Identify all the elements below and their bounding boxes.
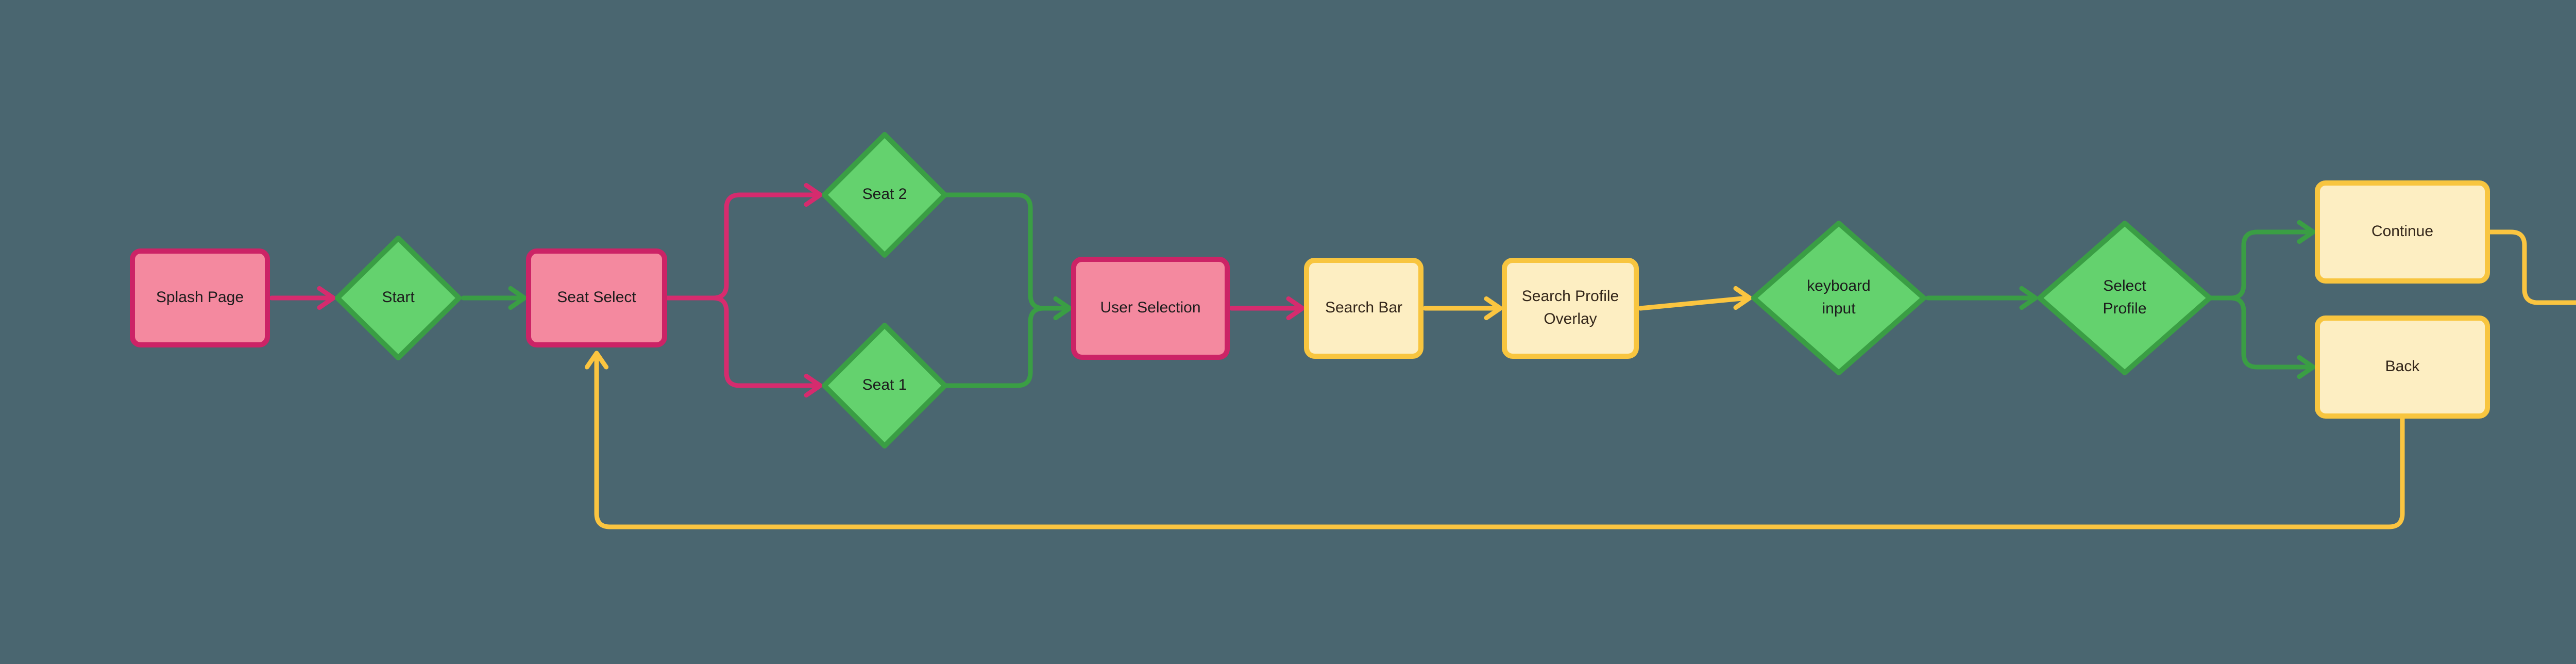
nodes-layer: Splash Page Start Seat Select Seat 2 Seat 1 U… — [130, 132, 2490, 449]
node-search-bar[interactable]: Search Bar — [1304, 258, 1423, 359]
edge-splash-to-start — [269, 286, 336, 310]
node-seat-1[interactable]: Seat 1 — [822, 323, 947, 449]
node-continue[interactable]: Continue — [2315, 180, 2490, 284]
node-select-profile-shape — [2037, 221, 2212, 375]
edge-user-selection-to-search-bar — [1229, 296, 1305, 321]
node-seat-select[interactable]: Seat Select — [526, 248, 667, 347]
node-user-selection-shape — [1071, 257, 1230, 360]
edge-keyboard-input-to-select-profile — [1925, 286, 2038, 310]
edge-select-profile-to-back — [2207, 295, 2316, 379]
node-start-shape — [335, 236, 462, 360]
edge-seat-select-to-seat-1 — [662, 295, 823, 398]
edge-start-to-seat-select — [461, 286, 527, 310]
node-seat-2[interactable]: Seat 2 — [822, 132, 947, 258]
node-seat-1-shape — [822, 323, 947, 449]
edge-select-profile-to-continue — [2207, 220, 2316, 301]
edge-search-profile-to-keyboard-input — [1638, 286, 1752, 311]
edges-layer — [269, 182, 2576, 529]
node-start[interactable]: Start — [335, 236, 462, 360]
node-search-profile-shape — [1502, 258, 1639, 359]
node-continue-shape — [2315, 180, 2490, 284]
node-seat-select-shape — [526, 248, 667, 347]
node-keyboard-input-shape — [1751, 221, 1926, 375]
edge-seat-1-to-user-selection — [942, 296, 1072, 388]
edge-continue-to-user-confirmation — [2485, 229, 2576, 305]
edge-seat-2-to-user-selection — [942, 192, 1072, 321]
edge-seat-select-to-seat-2 — [662, 182, 823, 301]
node-user-selection[interactable]: User Selection — [1071, 257, 1230, 360]
node-search-bar-shape — [1304, 258, 1423, 359]
node-splash-page[interactable]: Splash Page — [130, 248, 270, 347]
node-splash-page-shape — [130, 248, 270, 347]
edge-search-bar-to-search-profile — [1422, 296, 1503, 321]
node-seat-2-shape — [822, 132, 947, 258]
node-back[interactable]: Back — [2315, 316, 2490, 419]
edge-back-to-seat-select — [584, 351, 2405, 529]
node-back-shape — [2315, 316, 2490, 419]
